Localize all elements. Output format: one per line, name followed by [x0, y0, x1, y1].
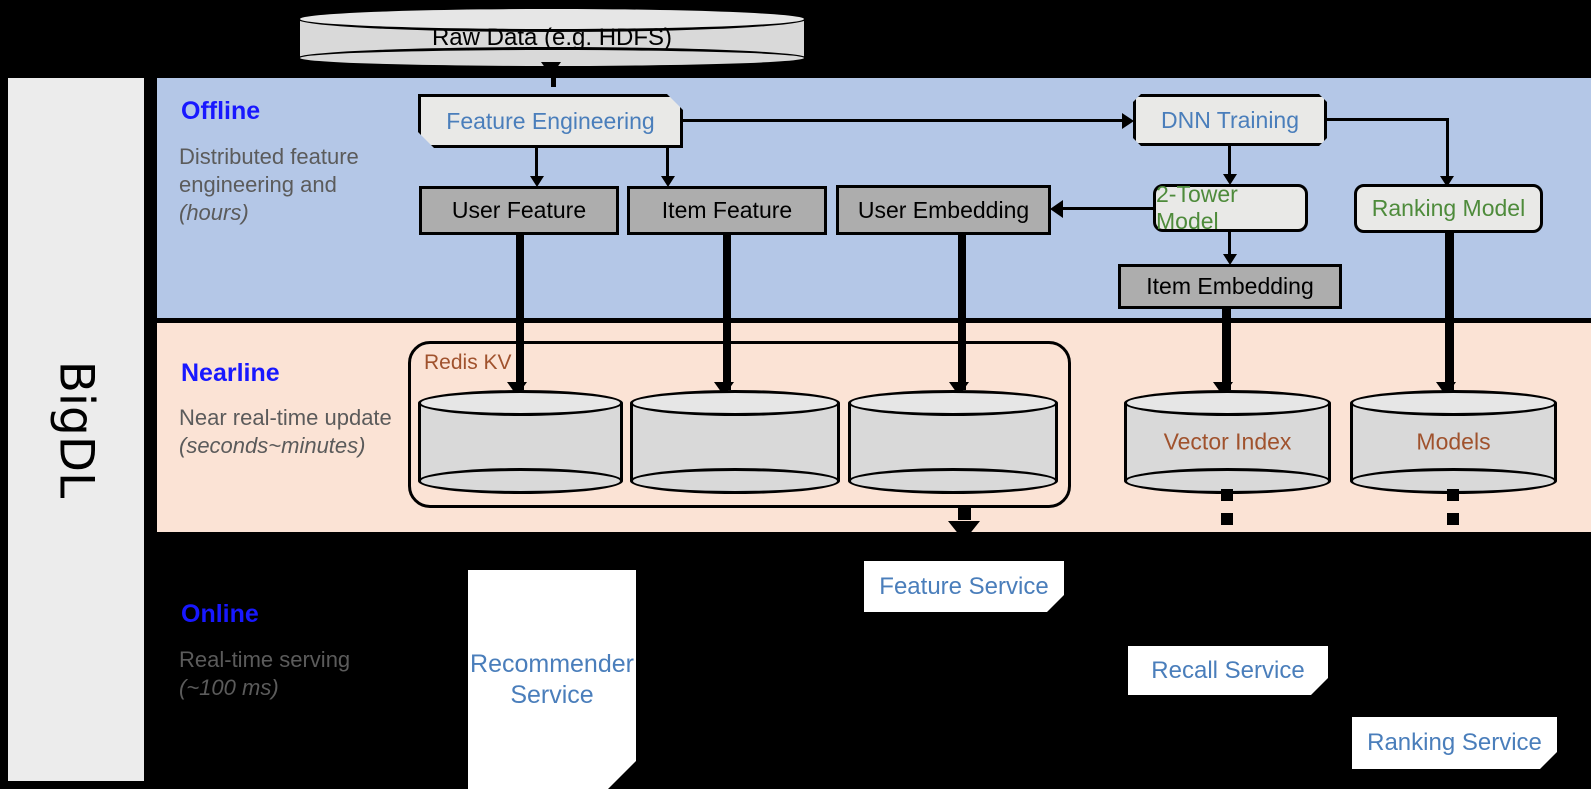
bigdl-framework-bar: BigDL [8, 78, 144, 781]
connector-twotower-itemembedding [1228, 232, 1231, 260]
ranking-model-label: Ranking Model [1371, 195, 1526, 221]
cylinder-top [1124, 390, 1331, 416]
arrowhead-fe-dnn [1122, 113, 1134, 129]
recommender-service-label: Recommender Service [470, 650, 634, 709]
dash-kv-featureservice [958, 507, 971, 520]
vector-index-store: Vector Index [1124, 390, 1331, 494]
page-fold-icon [1047, 595, 1064, 612]
nearline-description: Near real-time update (seconds~minutes) [179, 404, 404, 460]
user-embedding-label: User Embedding [857, 196, 1030, 223]
recall-service-box[interactable]: Recall Service [1128, 646, 1328, 695]
page-fold-icon [1540, 752, 1557, 769]
arrowhead-fe-itemfeature [661, 176, 675, 187]
cylinder-bottom [418, 468, 623, 494]
cylinder-top [418, 390, 623, 416]
ranking-service-label: Ranking Service [1367, 729, 1542, 757]
redis-kv-label: Redis KV [424, 351, 512, 374]
connector-fe-userfeature [535, 148, 538, 180]
two-tower-model-label: 2-Tower Model [1156, 181, 1238, 234]
nearline-description-text: Near real-time update [179, 405, 392, 430]
feature-engineering-label: Feature Engineering [446, 107, 655, 134]
user-feature-label: User Feature [451, 197, 587, 223]
vector-index-label: Vector Index [1163, 428, 1292, 455]
models-store: Models [1350, 390, 1557, 494]
online-description-italic: (~100 ms) [179, 675, 279, 701]
item-feature-box[interactable]: Item Feature [627, 186, 827, 235]
nearline-title: Nearline [181, 359, 280, 387]
pipe-itemfeature-store [723, 235, 731, 390]
redis-kv-group [408, 341, 1071, 508]
connector-dnn-twotower [1228, 146, 1231, 178]
page-fold-icon [1311, 678, 1328, 695]
pipe-itemembedding-vectorindex [1222, 309, 1231, 390]
dash-models-ranking-1 [1447, 489, 1459, 501]
cylinder-top [1350, 390, 1557, 416]
raw-data-label: Raw Data (e.g. HDFS) [431, 23, 673, 51]
kv-store-user-embedding [848, 390, 1058, 494]
connector-fe-itemfeature [666, 148, 669, 180]
online-title: Online [181, 600, 259, 628]
offline-description: Distributed feature engineering and (hou… [179, 143, 379, 227]
connector-rawdata-fe [551, 69, 556, 87]
user-embedding-box[interactable]: User Embedding [836, 185, 1051, 235]
recall-service-label: Recall Service [1151, 656, 1305, 684]
item-embedding-label: Item Embedding [1146, 273, 1314, 299]
ranking-model-box[interactable]: Ranking Model [1354, 184, 1543, 233]
feature-service-box[interactable]: Feature Service [864, 561, 1064, 612]
raw-data-store: Raw Data (e.g. HDFS) [297, 6, 807, 69]
connector-dnn-ranking-v [1446, 118, 1449, 180]
ranking-service-box[interactable]: Ranking Service [1352, 717, 1557, 769]
dash-vectorindex-recall-2 [1221, 513, 1233, 525]
cylinder-top [297, 6, 807, 32]
arrowhead-twotower-itemembedding [1223, 254, 1237, 265]
connector-fe-dnn [683, 119, 1124, 122]
pipe-rankingmodel-models [1445, 233, 1454, 390]
item-feature-label: Item Feature [661, 197, 793, 223]
arrowhead-fe-userfeature [530, 176, 544, 187]
page-fold-icon [608, 761, 636, 789]
kv-store-user-feature [418, 390, 623, 494]
pipe-userfeature-store [516, 235, 524, 390]
cylinder-bottom [848, 468, 1058, 494]
user-feature-box[interactable]: User Feature [419, 186, 619, 235]
online-description-text: Real-time serving [179, 647, 351, 672]
dash-models-ranking-2 [1447, 513, 1459, 525]
models-label: Models [1416, 428, 1491, 455]
arrowhead-dnn-ranking [1440, 176, 1454, 187]
arrowhead-rawdata-fe [541, 62, 561, 76]
two-tower-model-box[interactable]: 2-Tower Model [1153, 181, 1308, 234]
cylinder-top [630, 390, 840, 416]
connector-twotower-userembedding [1063, 207, 1154, 210]
cylinder-bottom [630, 468, 840, 494]
online-description: Real-time serving (~100 ms) [179, 646, 389, 702]
offline-description-text: Distributed feature engineering and [179, 144, 359, 198]
recommender-service-box[interactable]: Recommender Service [468, 570, 636, 789]
dnn-training-label: DNN Training [1160, 106, 1300, 133]
offline-title: Offline [181, 97, 261, 125]
offline-description-italic: (hours) [179, 200, 249, 226]
item-embedding-box[interactable]: Item Embedding [1118, 264, 1342, 309]
feature-service-label: Feature Service [879, 572, 1049, 600]
connector-dnn-ranking-h [1327, 118, 1448, 121]
nearline-description-italic: (seconds~minutes) [179, 433, 366, 459]
arrowhead-dnn-twotower [1223, 174, 1237, 185]
dash-vectorindex-recall-1 [1221, 489, 1233, 501]
feature-engineering-box[interactable]: Feature Engineering [418, 94, 683, 148]
dnn-training-box[interactable]: DNN Training [1133, 94, 1327, 146]
kv-store-item-feature [630, 390, 840, 494]
bigdl-label: BigDL [48, 360, 104, 499]
cylinder-top [848, 390, 1058, 416]
arrowhead-kv-featureservice [948, 521, 980, 541]
arrowhead-twotower-userembedding [1050, 200, 1063, 218]
pipe-userembedding-store [958, 235, 966, 390]
